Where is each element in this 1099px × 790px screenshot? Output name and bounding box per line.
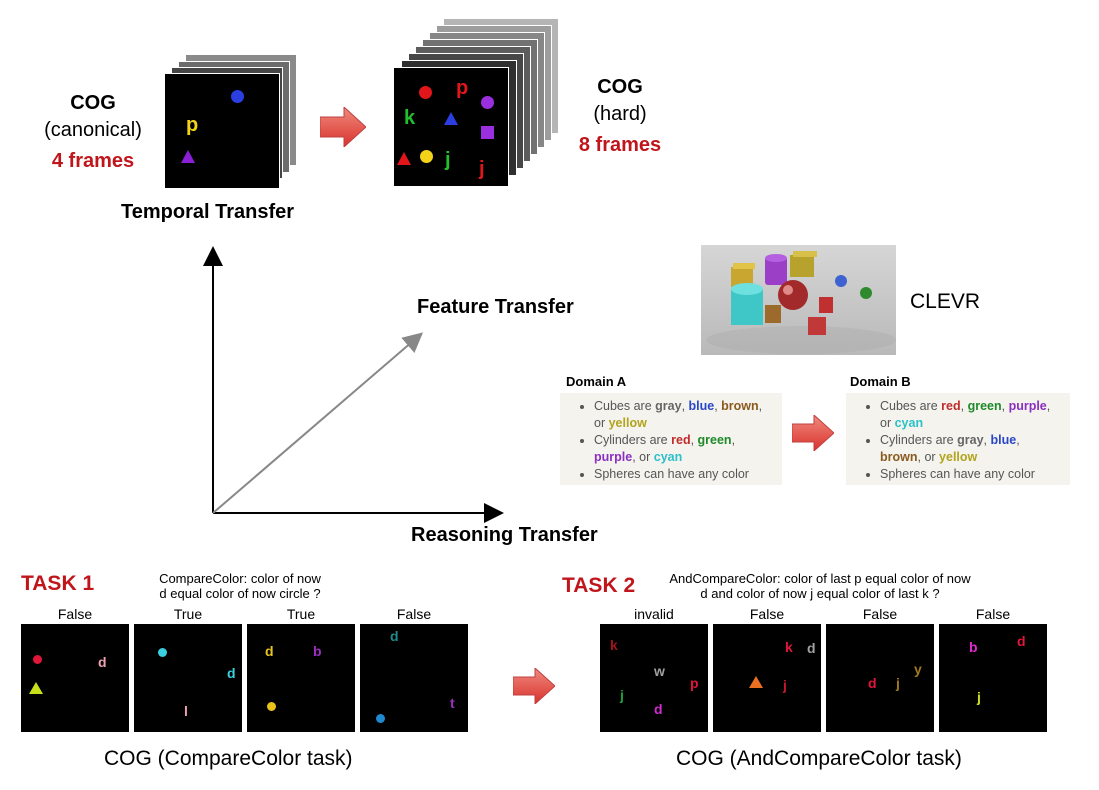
glyph-d: d: [265, 643, 274, 659]
yellow-triangle: [29, 682, 43, 694]
cog-subtitle: (hard): [593, 103, 647, 125]
cog-title: COG: [70, 92, 116, 114]
panel-label: False: [975, 606, 1011, 622]
task2-panel: k d j: [713, 624, 821, 732]
glyph-y: y: [914, 661, 922, 677]
glyph-k: k: [785, 639, 793, 655]
glyph-j: j: [977, 689, 981, 705]
glyph-w: w: [654, 663, 665, 679]
domain-a-cubes: Cubes are gray, blue, brown, or yellow: [594, 398, 774, 432]
red-circle: [33, 655, 42, 664]
blue-circle: [376, 714, 385, 723]
yellow-circle: [267, 702, 276, 711]
glyph-t: t: [450, 695, 455, 711]
blue-circle: [231, 90, 244, 103]
panel-label: False: [749, 606, 785, 622]
cog-hard-label: COG (hard) 8 frames: [560, 76, 680, 157]
clevr-label: CLEVR: [910, 290, 981, 313]
front-frame: p: [164, 73, 280, 189]
frame-count: 8 frames: [578, 134, 662, 156]
cog-subtitle: (canonical): [44, 119, 142, 141]
glyph-j: j: [620, 687, 624, 703]
glyph-d: d: [227, 665, 236, 681]
glyph-j: j: [896, 675, 900, 691]
red-circle: [419, 86, 432, 99]
task1-caption: COG (CompareColor task): [104, 747, 353, 770]
purple-circle: [481, 96, 494, 109]
task1-label: TASK 1: [21, 572, 95, 595]
temporal-transfer-label: Temporal Transfer: [121, 201, 295, 223]
purple-square: [481, 126, 494, 139]
yellow-circle: [420, 150, 433, 163]
glyph-k: k: [610, 637, 618, 653]
task2-panel: d j y: [826, 624, 934, 732]
glyph-l: l: [184, 703, 188, 719]
glyph-b: b: [969, 639, 978, 655]
purple-triangle: [181, 150, 195, 163]
glyph-p: p: [690, 675, 699, 691]
domain-a-box: Cubes are gray, blue, brown, or yellow C…: [560, 393, 782, 485]
task2-label: TASK 2: [562, 574, 636, 597]
glyph-d: d: [654, 701, 663, 717]
domain-a-title: Domain A: [566, 374, 627, 389]
blue-triangle: [444, 112, 458, 125]
domain-b-title: Domain B: [850, 374, 911, 389]
frame-count: 4 frames: [51, 150, 135, 172]
glyph-j: j: [479, 158, 485, 180]
domain-b-box: Cubes are red, green, purple, or cyan Cy…: [846, 393, 1070, 485]
glyph-d: d: [98, 654, 107, 670]
feature-transfer-label: Feature Transfer: [417, 296, 574, 318]
task1-panel: d t: [360, 624, 468, 732]
task1-panel: d: [21, 624, 129, 732]
right-arrow-icon: [513, 668, 555, 704]
cyan-circle: [158, 648, 167, 657]
red-triangle: [397, 152, 411, 165]
task2-caption: COG (AndCompareColor task): [676, 747, 962, 770]
glyph-d: d: [1017, 633, 1026, 649]
task1-panel: d l: [134, 624, 242, 732]
glyph-d: d: [807, 640, 816, 656]
task1-panel: d b: [247, 624, 355, 732]
panel-label: invalid: [634, 606, 674, 622]
task1-instruction: CompareColor: color of now d equal color…: [159, 571, 321, 601]
domain-b-spheres: Spheres can have any color: [880, 466, 1062, 483]
glyph-d: d: [868, 675, 877, 691]
panel-label: False: [57, 606, 93, 622]
orange-triangle: [749, 676, 763, 688]
right-arrow-icon: [792, 415, 834, 451]
reasoning-transfer-label: Reasoning Transfer: [411, 524, 598, 546]
panel-label: True: [173, 606, 203, 622]
domain-b-cylinders: Cylinders are gray, blue, brown, or yell…: [880, 432, 1062, 466]
glyph-p: p: [186, 114, 199, 136]
glyph-b: b: [313, 643, 322, 659]
domain-b-cubes: Cubes are red, green, purple, or cyan: [880, 398, 1062, 432]
domain-a-spheres: Spheres can have any color: [594, 466, 774, 483]
front-frame: p k j j: [393, 67, 509, 187]
cog-title: COG: [597, 76, 643, 98]
clevr-image: [701, 245, 896, 355]
glyph-k: k: [404, 107, 416, 129]
clevr-scene: [706, 251, 896, 354]
task2-instruction: AndCompareColor: color of last p equal c…: [669, 571, 971, 601]
task2-panel: k w j p d: [600, 624, 708, 732]
glyph-j: j: [783, 677, 787, 693]
task2-panel: b d j: [939, 624, 1047, 732]
glyph-j: j: [445, 149, 451, 171]
panel-label: False: [396, 606, 432, 622]
domain-a-cylinders: Cylinders are red, green, purple, or cya…: [594, 432, 774, 466]
glyph-d: d: [390, 628, 399, 644]
panel-label: True: [286, 606, 316, 622]
glyph-p: p: [456, 77, 469, 99]
panel-label: False: [862, 606, 898, 622]
right-arrow-icon: [320, 107, 366, 147]
cog-canonical-label: COG (canonical) 4 frames: [28, 92, 158, 173]
